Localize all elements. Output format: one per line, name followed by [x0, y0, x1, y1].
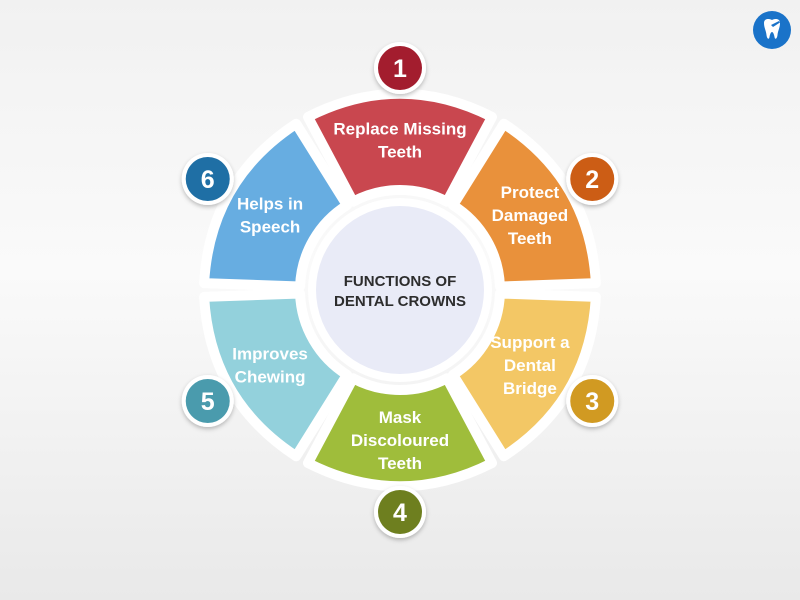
segment-2-label-line-2: Damaged — [492, 206, 569, 225]
badge-number-1: 1 — [393, 55, 407, 83]
segment-6: Helps in Speech — [199, 118, 353, 292]
badge-circle-3 — [570, 379, 615, 423]
segment-3-label-line-3: Bridge — [503, 379, 557, 398]
badge-number-5: 5 — [201, 388, 215, 416]
segment-4-label-line-3: Teeth — [378, 454, 422, 473]
badge-circle-1 — [378, 46, 422, 90]
segment-shape-6 — [199, 118, 353, 292]
segment-shape-1 — [302, 88, 498, 207]
segment-2-label-line-3: Teeth — [508, 229, 552, 248]
segment-shape-2 — [447, 118, 601, 292]
tooth-plane-icon — [753, 11, 791, 49]
center-title-line-1: FUNCTIONS OF — [344, 273, 457, 290]
badge-number-2: 2 — [585, 166, 599, 194]
badge-5: 5 — [181, 375, 234, 427]
badge-circle-4 — [378, 490, 422, 534]
segment-6-label-line-1: Helps in — [237, 195, 303, 214]
segment-1-label-line-1: Replace Missing — [333, 120, 466, 139]
badge-number-3: 3 — [585, 388, 599, 416]
badge-3: 3 — [566, 375, 619, 427]
segment-2-label-line-1: Protect — [501, 183, 560, 202]
segment-shape-3 — [447, 288, 601, 462]
segment-5-label-line-2: Chewing — [235, 368, 306, 387]
segment-3-label-line-1: Support a — [490, 333, 570, 352]
badge-circle-2 — [570, 157, 615, 201]
badges-layer: 1 2 3 4 5 6 — [181, 42, 619, 538]
badge-6: 6 — [181, 153, 234, 205]
brand-logo — [752, 10, 792, 50]
segment-shape-4 — [302, 373, 498, 492]
badge-1: 1 — [374, 42, 426, 94]
segment-1-label-line-2: Teeth — [378, 143, 422, 162]
badge-number-6: 6 — [201, 166, 215, 194]
segment-3-label-line-2: Dental — [504, 356, 556, 375]
segment-shape-5 — [199, 288, 353, 462]
segment-5-label-line-1: Improves — [232, 345, 308, 364]
segments-layer: Replace MissingTeethProtectDamagedTeethS… — [199, 88, 601, 492]
badge-circle-5 — [185, 379, 230, 423]
center-circle — [316, 206, 484, 374]
badge-number-4: 4 — [393, 499, 407, 527]
badge-circle-6 — [185, 157, 230, 201]
segment-4-label-line-1: Mask — [379, 408, 422, 427]
badge-4: 4 — [374, 486, 426, 538]
center-title-line-2: DENTAL CROWNS — [334, 293, 466, 310]
center-hub: FUNCTIONS OF DENTAL CROWNS — [308, 198, 492, 382]
segment-4-label-line-2: Discoloured — [351, 431, 449, 450]
badge-2: 2 — [566, 153, 619, 205]
segment-6-label-line-2: Speech — [240, 218, 300, 237]
